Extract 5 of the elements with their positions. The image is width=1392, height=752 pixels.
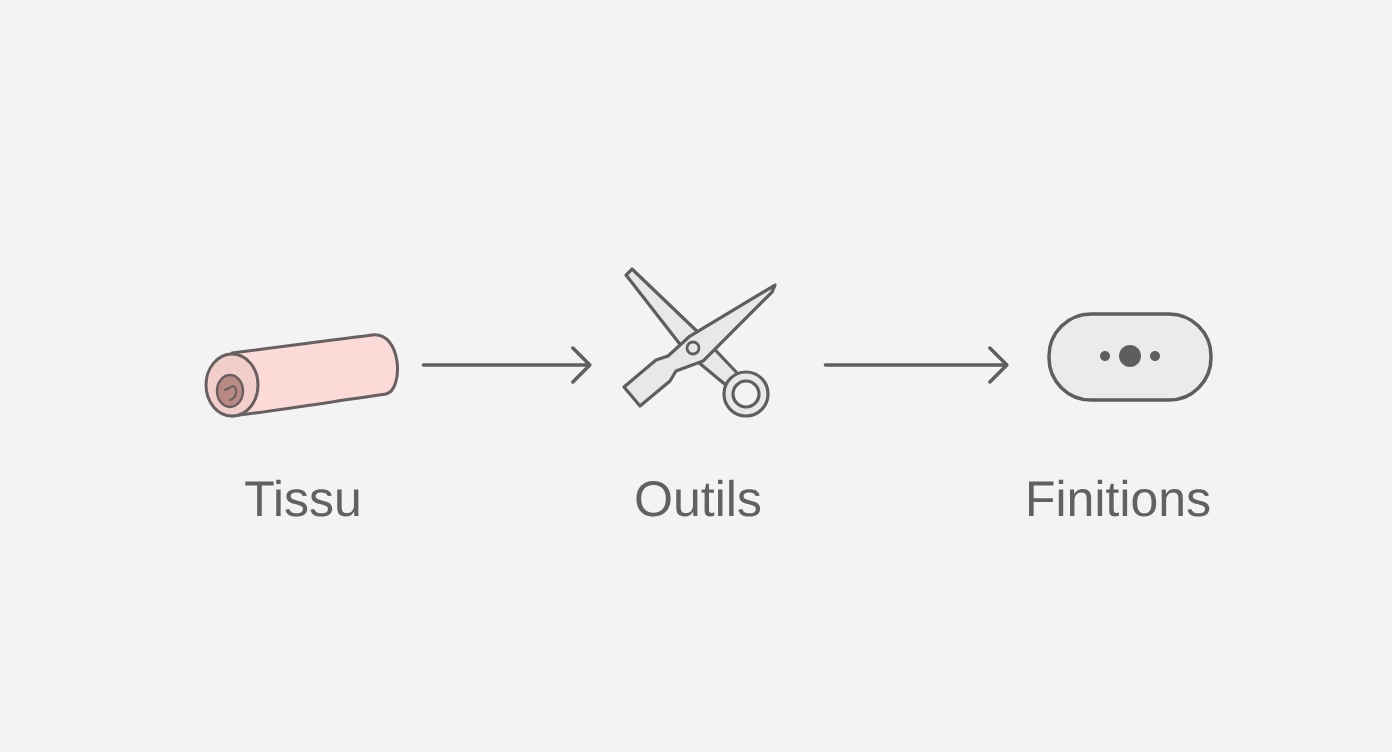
node-label: Finitions: [1029, 479, 1210, 517]
node-label: Tissu: [245, 479, 359, 517]
arrow: [823, 346, 1009, 384]
arrow: [421, 346, 592, 384]
node-label: Outils: [636, 479, 761, 517]
